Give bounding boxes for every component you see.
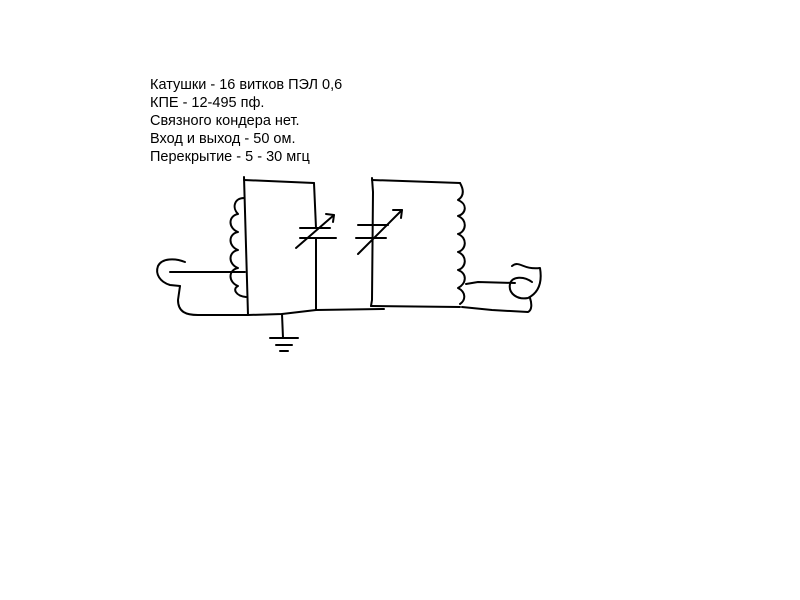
output-coax-center xyxy=(465,281,516,285)
input-connector xyxy=(156,258,186,287)
note-impedance: Вход и выход - 50 ом. xyxy=(150,131,296,147)
right-capacitor-arrow-head xyxy=(392,209,403,219)
note-coupling-capacitor: Связного кондера нет. xyxy=(150,113,300,129)
specification-notes: Катушки - 16 витков ПЭЛ 0,6 КПЕ - 12-495… xyxy=(150,76,342,166)
note-capacitor-spec: КПЕ - 12-495 пф. xyxy=(150,95,265,111)
right-tank-bottom-wire xyxy=(370,305,461,308)
output-connector xyxy=(508,263,542,300)
left-tank-capacitor-lead xyxy=(313,182,317,229)
note-frequency-range: Перекрытие - 5 - 30 мгц xyxy=(150,149,310,165)
right-coil-winding xyxy=(457,182,466,305)
left-coil-winding xyxy=(229,197,247,298)
ground-bus xyxy=(247,308,385,316)
left-capacitor-arrow-shaft xyxy=(295,214,335,249)
right-coil-rail xyxy=(370,177,374,307)
left-capacitor-arrow-head xyxy=(325,213,335,223)
input-coax-shield xyxy=(177,285,249,316)
right-capacitor-arrow-shaft xyxy=(357,209,403,255)
note-coil-spec: Катушки - 16 витков ПЭЛ 0,6 xyxy=(150,77,343,93)
ground-lead xyxy=(281,313,284,339)
left-tank-top-wire xyxy=(243,179,315,184)
right-tank-top-wire xyxy=(371,179,461,184)
output-coax-shield xyxy=(461,297,533,313)
left-coil-rail xyxy=(243,176,249,316)
